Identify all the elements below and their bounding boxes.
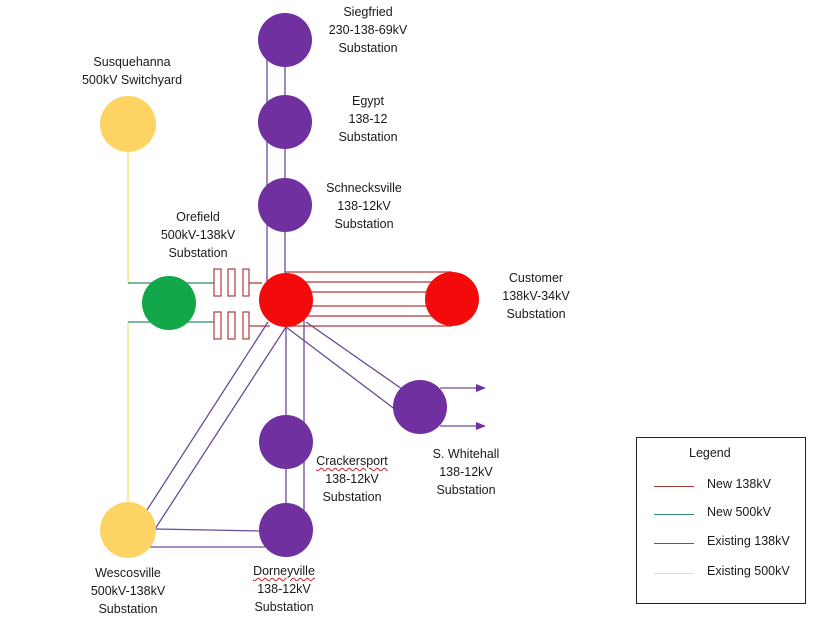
label-line: Customer: [508, 271, 564, 285]
label-line: Susquehanna: [93, 55, 171, 69]
label-line: Substation: [254, 600, 314, 614]
label-line: Schnecksville: [326, 181, 402, 195]
node-dorneyville[interactable]: [259, 503, 313, 557]
label-customer: Customer 138kV-34kV Substation: [486, 269, 586, 323]
label-line: Substation: [334, 217, 394, 231]
label-line: Dorneyville: [253, 564, 315, 578]
label-line: Egypt: [352, 94, 384, 108]
label-line: 138-12kV: [325, 472, 379, 486]
legend-label: New 138kV: [707, 477, 771, 491]
label-line: Substation: [168, 246, 228, 260]
label-line: 138-12kV: [439, 465, 493, 479]
label-susquehanna: Susquehanna 500kV Switchyard: [72, 53, 192, 89]
label-line: 138-12kV: [257, 582, 311, 596]
label-line: Substation: [506, 307, 566, 321]
legend-swatch: [654, 573, 694, 574]
node-siegfried[interactable]: [258, 13, 312, 67]
legend: Legend New 138kV New 500kV Existing 138k…: [636, 437, 806, 604]
legend-item-new-500kv: New 500kV: [637, 504, 807, 524]
legend-item-new-138kv: New 138kV: [637, 476, 807, 496]
label-wescosville: Wescosville 500kV-138kV Substation: [78, 564, 178, 618]
legend-title: Legend: [689, 446, 731, 460]
label-crackersport: Crackersport 138-12kV Substation: [302, 452, 402, 506]
label-dorneyville: Dorneyville 138-12kV Substation: [234, 562, 334, 616]
legend-swatch: [654, 514, 694, 515]
node-swhitehall[interactable]: [393, 380, 447, 434]
line-center-swhitehall-a: [305, 321, 403, 390]
label-line: Siegfried: [343, 5, 393, 19]
label-line: Substation: [436, 483, 496, 497]
label-line: Substation: [338, 130, 398, 144]
label-line: S. Whitehall: [432, 447, 500, 461]
label-egypt: Egypt 138-12 Substation: [318, 92, 418, 146]
label-line: 500kV Switchyard: [81, 73, 183, 87]
legend-item-existing-500kv: Existing 500kV: [637, 563, 807, 583]
label-line: 500kV-138kV: [160, 228, 236, 242]
node-crackersport[interactable]: [259, 415, 313, 469]
label-line: Substation: [322, 490, 382, 504]
label-line: Substation: [98, 602, 158, 616]
line-wescosville-dorneyville-a: [154, 528, 263, 532]
node-egypt[interactable]: [258, 95, 312, 149]
legend-label: Existing 138kV: [707, 534, 790, 548]
node-susquehanna[interactable]: [100, 96, 156, 152]
existing-138kv-lines: [146, 40, 486, 548]
legend-swatch: [654, 543, 694, 544]
label-schnecksville: Schnecksville 138-12kV Substation: [314, 179, 414, 233]
label-line: Crackersport: [316, 454, 388, 468]
node-wescosville[interactable]: [100, 502, 156, 558]
node-customer[interactable]: [425, 272, 479, 326]
node-center-switch[interactable]: [259, 273, 313, 327]
label-line: Wescosville: [95, 566, 161, 580]
line-center-wescosville-b: [154, 326, 287, 530]
transformer-bank-bottom: [213, 311, 250, 340]
label-line: Orefield: [176, 210, 220, 224]
label-orefield: Orefield 500kV-138kV Substation: [148, 208, 248, 262]
node-orefield[interactable]: [142, 276, 196, 330]
label-line: 138-12: [348, 112, 388, 126]
node-schnecksville[interactable]: [258, 178, 312, 232]
line-center-swhitehall-b: [285, 326, 397, 411]
line-center-wescosville-a: [146, 321, 269, 511]
label-line: 138-12kV: [337, 199, 391, 213]
legend-label: Existing 500kV: [707, 564, 790, 578]
label-line: 500kV-138kV: [90, 584, 166, 598]
transformer-bank-top: [213, 268, 250, 297]
label-line: 230-138-69kV: [328, 23, 408, 37]
legend-swatch: [654, 486, 694, 487]
legend-label: New 500kV: [707, 505, 771, 519]
label-line: Substation: [338, 41, 398, 55]
legend-item-existing-138kv: Existing 138kV: [637, 533, 807, 553]
label-siegfried: Siegfried 230-138-69kV Substation: [318, 3, 418, 57]
label-line: 138kV-34kV: [502, 289, 570, 303]
label-swhitehall: S. Whitehall 138-12kV Substation: [416, 445, 516, 499]
